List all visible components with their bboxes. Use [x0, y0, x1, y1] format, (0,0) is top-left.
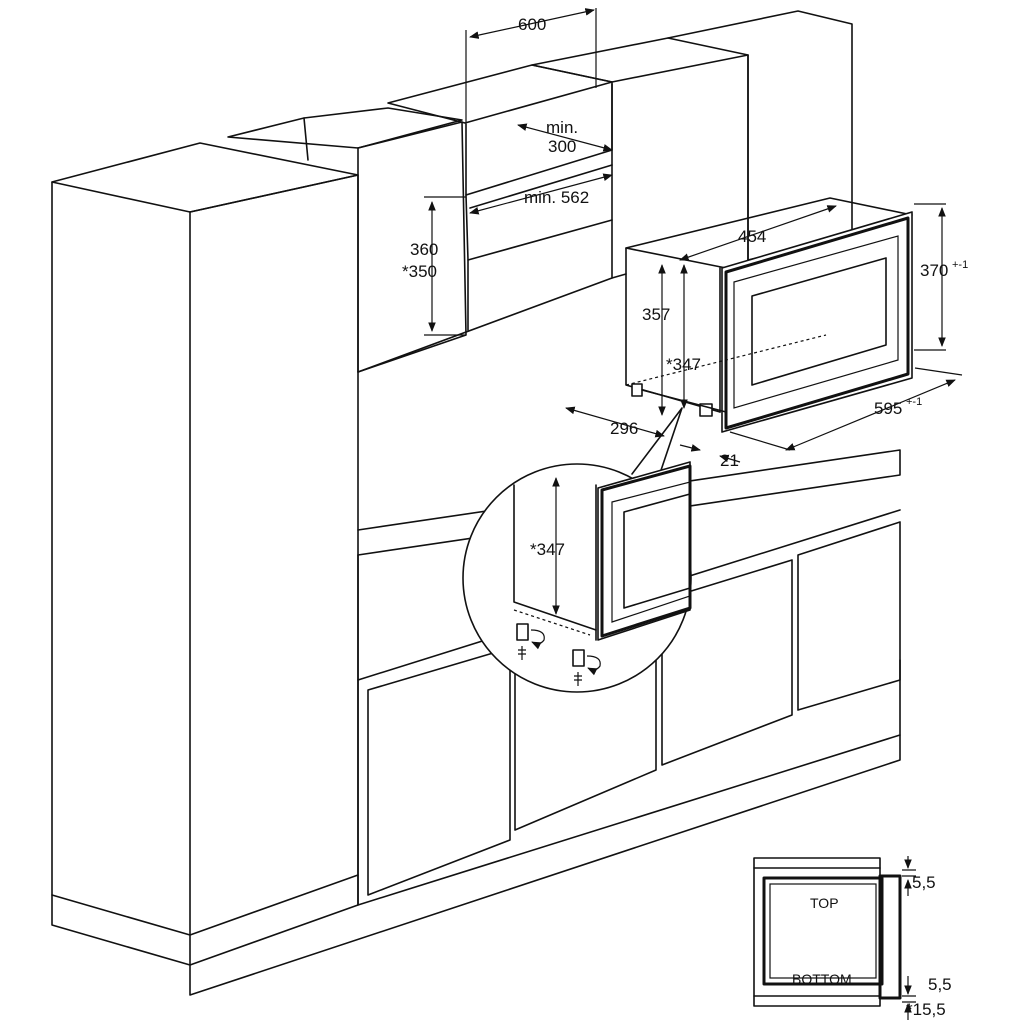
appliance-width-label: 595 — [874, 399, 902, 418]
niche-height-label-1: 360 — [410, 240, 438, 259]
appliance-width-tolerance: +-1 — [906, 396, 922, 408]
appliance-depth-label: 454 — [738, 227, 766, 246]
appliance-dimensions: 454 370 +-1 357 *347 296 595 +-1 21 — [565, 203, 968, 470]
body-height-alt-label: *347 — [666, 355, 701, 374]
foot-depth-label: 296 — [610, 419, 638, 438]
body-height-label: 357 — [642, 305, 670, 324]
bottom-gap-label: 5,5 — [928, 975, 952, 994]
front-height-label: 370 — [920, 261, 948, 280]
min-width-label: min. 562 — [524, 188, 589, 207]
min-depth-label-2: 300 — [548, 137, 576, 156]
bottom-gap-alt-label: *15,5 — [906, 1000, 946, 1019]
microwave-appliance — [625, 197, 913, 433]
panel-thickness-label: 21 — [720, 451, 739, 470]
bottom-label: BOTTOM — [792, 971, 852, 987]
tall-cabinet — [51, 142, 901, 996]
detail-callout: *347 — [462, 407, 692, 693]
top-gap-label: 5,5 — [912, 873, 936, 892]
wall-cabinets — [227, 10, 853, 373]
min-depth-label-1: min. — [546, 118, 578, 137]
detail-height-label: *347 — [530, 540, 565, 559]
niche-width-label: 600 — [518, 15, 546, 34]
front-height-tolerance: +-1 — [952, 259, 968, 271]
front-view: TOP BOTTOM 5,5 5,5 *15,5 — [753, 856, 952, 1020]
top-label: TOP — [810, 895, 839, 911]
niche-height-label-2: *350 — [402, 262, 437, 281]
wall-dimensions: 600 min. 300 min. 562 360 *350 — [402, 8, 613, 336]
